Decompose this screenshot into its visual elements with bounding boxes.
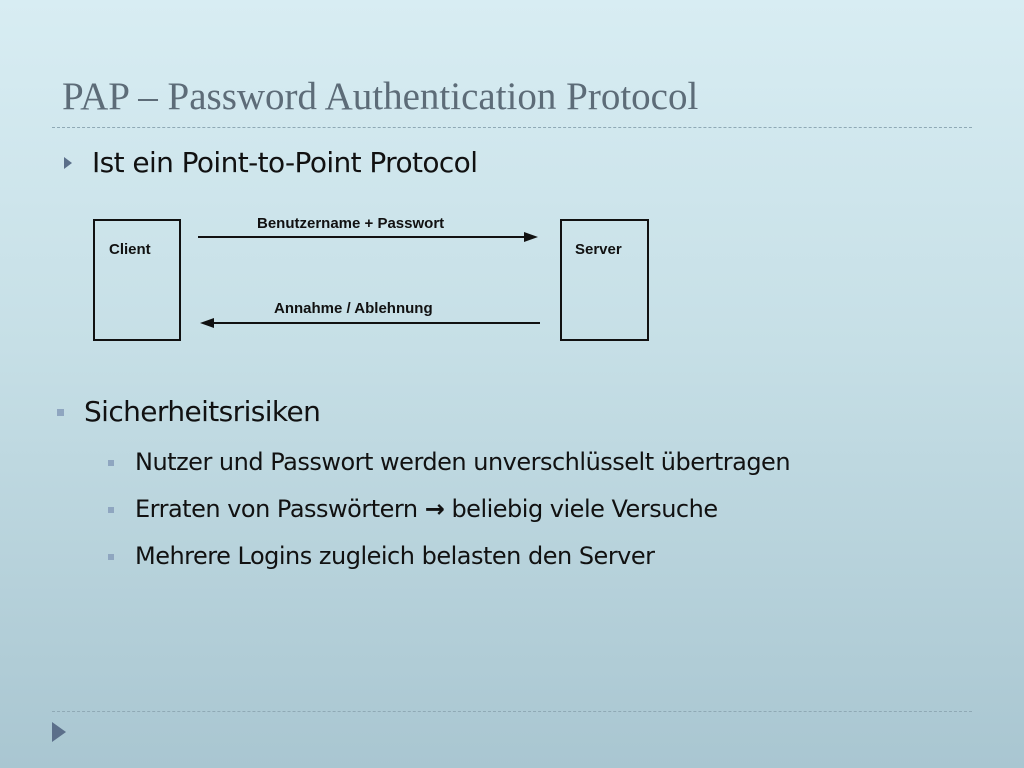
square-bullet-icon bbox=[108, 460, 114, 466]
server-box bbox=[560, 219, 649, 341]
server-label: Server bbox=[575, 241, 622, 258]
title-divider bbox=[52, 127, 972, 128]
risk-item-3: Mehrere Logins zugleich belasten den Ser… bbox=[135, 542, 655, 570]
play-triangle-icon bbox=[52, 722, 66, 742]
request-label: Benutzername + Passwort bbox=[257, 215, 444, 232]
square-bullet-icon bbox=[57, 409, 64, 416]
risk-item-2-text: Erraten von Passwörtern bbox=[135, 495, 418, 523]
client-label: Client bbox=[109, 241, 151, 258]
square-bullet-icon bbox=[108, 554, 114, 560]
pap-diagram: Client Server Benutzername + Passwort An… bbox=[93, 215, 649, 341]
client-box bbox=[93, 219, 181, 341]
risk-item-2-consequence: beliebig viele Versuche bbox=[451, 495, 718, 523]
risk-item-1: Nutzer und Passwort werden unverschlüsse… bbox=[135, 448, 791, 476]
risk-item-2: Erraten von Passwörtern → beliebig viele… bbox=[135, 495, 718, 523]
risks-heading: Sicherheitsrisiken bbox=[84, 395, 321, 428]
square-bullet-icon bbox=[108, 507, 114, 513]
footer-divider bbox=[52, 711, 972, 712]
bullet-point-to-point: Ist ein Point-to-Point Protocol bbox=[92, 146, 478, 179]
right-arrow-icon: → bbox=[424, 495, 445, 523]
response-label: Annahme / Ablehnung bbox=[274, 300, 433, 317]
slide-title: PAP – Password Authentication Protocol bbox=[62, 75, 699, 118]
response-arrow-head-icon bbox=[200, 318, 214, 328]
request-arrow-head-icon bbox=[524, 232, 538, 242]
triangle-bullet-icon bbox=[64, 157, 72, 169]
